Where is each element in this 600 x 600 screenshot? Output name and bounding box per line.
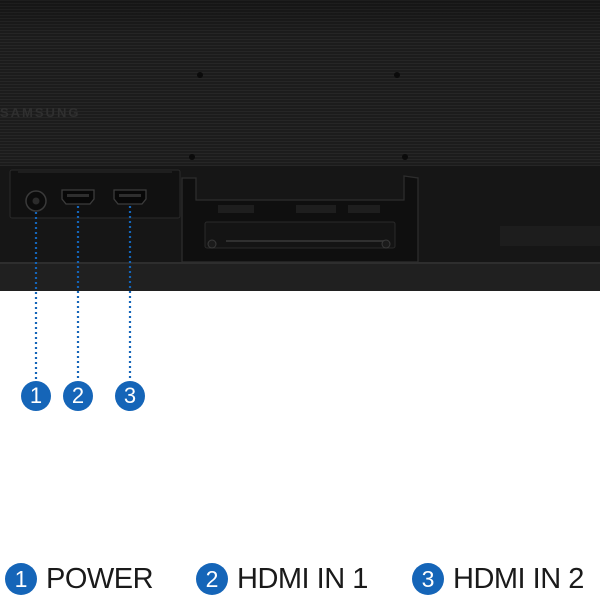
callout-1: 1 [21,381,51,411]
legend-label: HDMI IN 1 [237,562,368,595]
legend-item-hdmi-in-1: 2 HDMI IN 1 [196,561,368,597]
monitor-back-photo: SAMSUNG [0,0,600,300]
hdmi-port-icon [61,189,95,205]
legend-item-power: 1 POWER [5,561,154,597]
hdmi-port-icon [113,189,147,205]
screw-hole [402,154,408,160]
legend-label: POWER [46,562,154,595]
legend-number: 2 [196,563,228,595]
screw-hole [189,154,195,160]
screw-hole [197,72,203,78]
legend-item-hdmi-in-2: 3 HDMI IN 2 [412,561,584,597]
brand-mark: SAMSUNG [0,105,80,120]
callout-3: 3 [115,381,145,411]
legend-number: 1 [5,563,37,595]
screw-hole [394,72,400,78]
legend-number: 3 [412,563,444,595]
callout-2: 2 [63,381,93,411]
legend-label: HDMI IN 2 [453,562,584,595]
